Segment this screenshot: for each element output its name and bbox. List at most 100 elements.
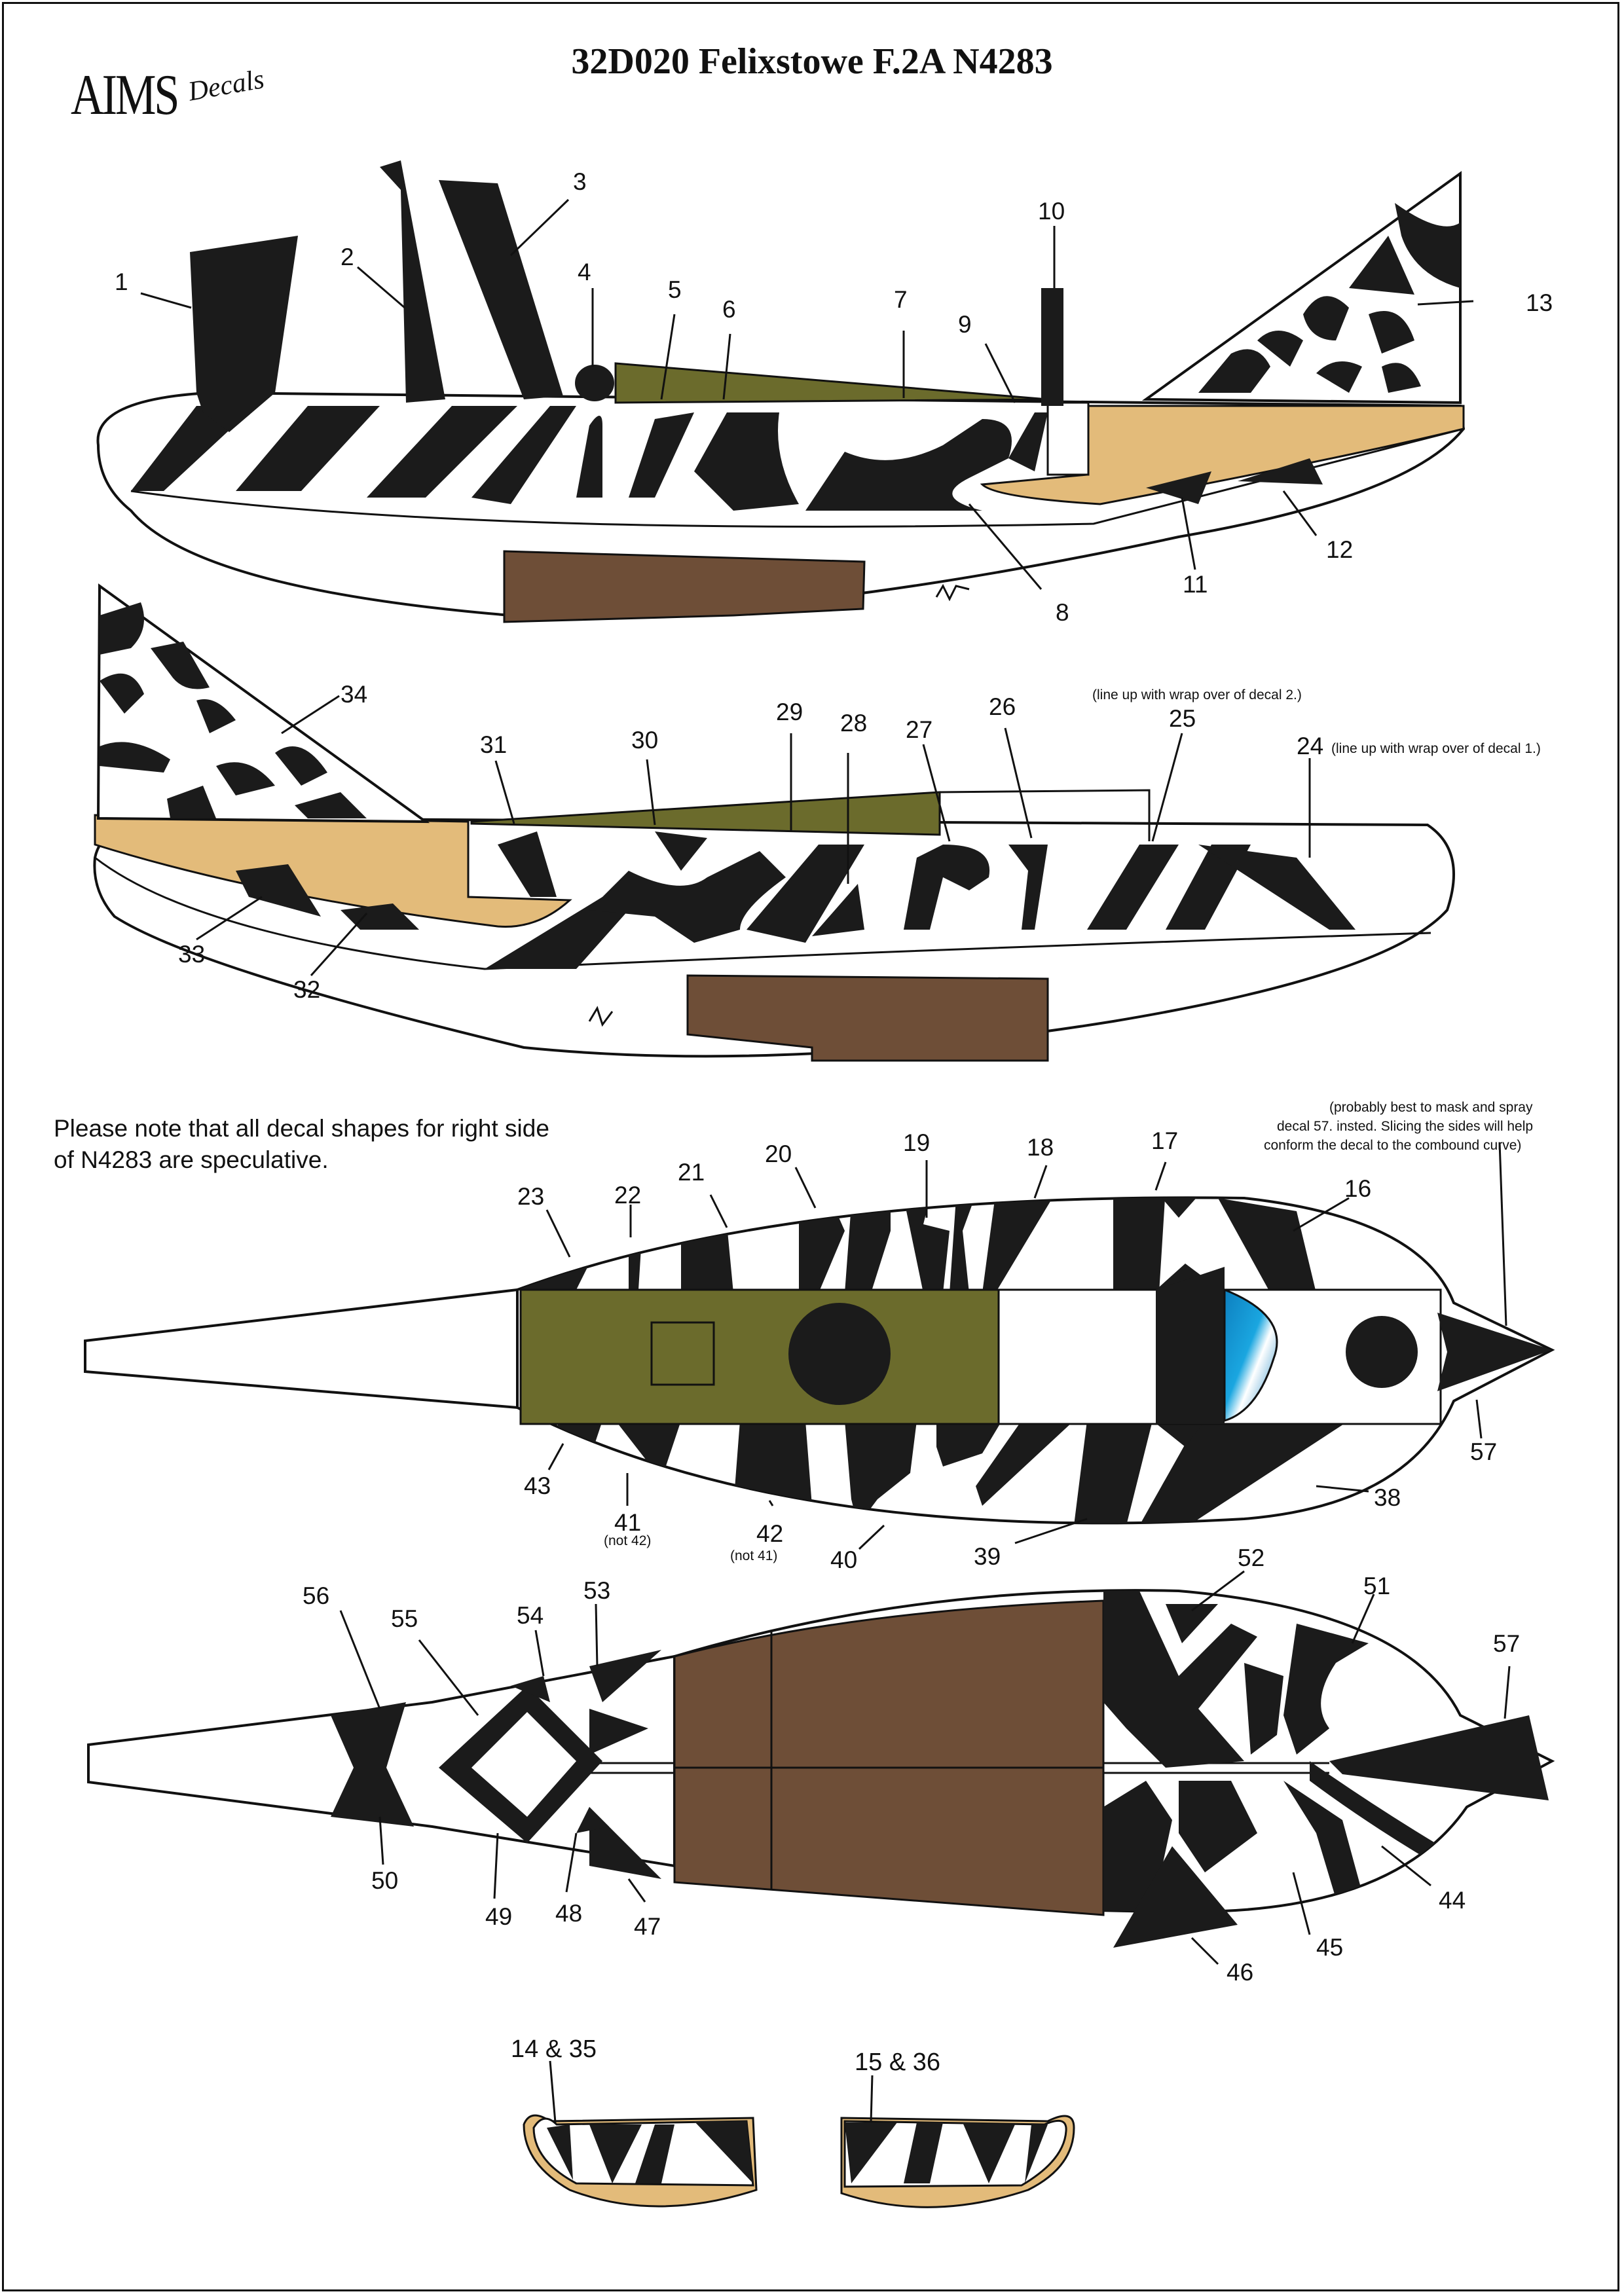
left-chine-line (130, 428, 1464, 528)
top-view: 16 17 18 19 20 21 22 23 38 39 40 41 (not… (84, 1100, 1555, 1573)
right-chine-line (94, 856, 1431, 970)
label-1: 1 (115, 268, 128, 295)
note-41: (not 42) (604, 1533, 651, 1548)
decal-3-shape (439, 180, 563, 399)
right-stripe-group (236, 831, 1356, 969)
label-31: 31 (480, 731, 507, 758)
label-22: 22 (614, 1182, 641, 1209)
label-9: 9 (958, 311, 972, 338)
top-tail-boom (84, 1288, 519, 1410)
label-51: 51 (1363, 1573, 1390, 1599)
decal-53-shape (589, 1650, 661, 1702)
right-deck-step (939, 789, 1151, 841)
label-10: 10 (1038, 198, 1065, 225)
decal-53b-shape (589, 1709, 648, 1755)
top-cockpit-black-band (1156, 1267, 1225, 1424)
speculative-note-line-2: of N4283 are speculative. (54, 1146, 329, 1173)
top-cockpit-canopy (1223, 1288, 1278, 1423)
left-step-notch (935, 583, 970, 602)
label-42: 42 (756, 1520, 783, 1547)
label-23: 23 (517, 1183, 544, 1210)
top-black-roundel-main (788, 1303, 891, 1405)
label-13: 13 (1526, 289, 1553, 316)
label-7: 7 (894, 286, 908, 313)
label-47: 47 (634, 1913, 661, 1940)
top-number-labels: 16 17 18 19 20 21 22 23 38 39 40 41 (not… (517, 1100, 1533, 1573)
top-black-roundel-bow (1346, 1316, 1418, 1388)
decal-4-shape (575, 365, 614, 401)
top-leader-lines (545, 1142, 1507, 1550)
label-57-top: 57 (1470, 1438, 1497, 1465)
label-53: 53 (583, 1577, 610, 1604)
label-46: 46 (1227, 1959, 1253, 1986)
label-55: 55 (391, 1605, 418, 1632)
decal-1-shape (190, 236, 298, 432)
label-2: 2 (341, 244, 354, 270)
decal-46-shape (1113, 1846, 1238, 1948)
label-48: 48 (555, 1900, 582, 1927)
label-16: 16 (1344, 1175, 1371, 1202)
float-left-label: 14 & 35 (511, 2035, 597, 2063)
label-21: 21 (678, 1159, 705, 1186)
label-19: 19 (903, 1129, 930, 1156)
float-right: 15 & 36 (840, 2049, 1075, 2208)
decal-48-shape (576, 1807, 609, 1833)
label-3: 3 (573, 168, 587, 195)
label-28: 28 (840, 710, 867, 737)
left-olive-strip (614, 362, 1048, 404)
label-20: 20 (765, 1140, 792, 1167)
note-57-line-2: decal 57. insted. Slicing the sides will… (1277, 1119, 1533, 1134)
label-26: 26 (989, 693, 1016, 720)
label-40: 40 (830, 1546, 857, 1573)
decal-54-shape (511, 1676, 550, 1702)
float-right-label: 15 & 36 (855, 2049, 940, 2076)
label-27: 27 (906, 716, 932, 743)
bottom-leader-lines (339, 1570, 1511, 1965)
left-stripe-group (131, 406, 1323, 511)
left-leader-lines (140, 198, 1474, 590)
label-39: 39 (974, 1543, 1001, 1570)
speculative-note: Please note that all decal shapes for ri… (54, 1113, 643, 1176)
right-hull-step-brown (686, 974, 1049, 1062)
label-44: 44 (1439, 1887, 1466, 1914)
label-8: 8 (1056, 599, 1069, 626)
note-25: (line up with wrap over of decal 2.) (1092, 687, 1302, 702)
note-57-line-3: conform the decal to the combound curve) (1264, 1138, 1521, 1153)
bottom-number-labels: 44 45 46 47 48 49 50 51 52 53 54 55 56 5… (303, 1544, 1520, 1986)
top-hatch-square (650, 1321, 715, 1386)
label-6: 6 (722, 296, 736, 323)
label-18: 18 (1027, 1134, 1054, 1161)
left-side-view: 1 2 3 4 5 6 7 8 9 10 11 12 13 (96, 160, 1553, 626)
decal-50-shape (331, 1702, 414, 1827)
note-42: (not 41) (730, 1548, 777, 1563)
decal-57-bottom-shape (1329, 1715, 1549, 1800)
wing-floats: 14 & 35 15 & 36 (511, 2035, 1075, 2208)
label-32: 32 (293, 976, 320, 1003)
top-olive-deck (519, 1288, 1000, 1425)
label-38: 38 (1374, 1484, 1401, 1511)
label-24: 24 (1297, 733, 1323, 759)
float-left: 14 & 35 (511, 2035, 758, 2208)
left-tail-fin (1141, 171, 1462, 405)
label-29: 29 (776, 699, 803, 725)
bottom-brown-step (673, 1599, 1105, 1916)
decal-2-shape (380, 160, 445, 403)
label-12: 12 (1326, 536, 1353, 563)
label-52: 52 (1238, 1544, 1264, 1571)
left-cockpit-cutout (1046, 401, 1090, 476)
label-41: 41 (614, 1509, 641, 1536)
decal-13-shapes (1198, 203, 1460, 393)
label-30: 30 (631, 727, 658, 754)
note-57-line-1: (probably best to mask and spray (1329, 1100, 1533, 1115)
aims-decals-logo: AIMS Decals (71, 62, 267, 128)
right-olive-strip (470, 791, 941, 836)
left-hull-step-brown (503, 550, 866, 623)
label-57-bottom: 57 (1493, 1630, 1520, 1657)
decal-55-hole (471, 1712, 576, 1817)
label-17: 17 (1151, 1127, 1178, 1154)
label-5: 5 (668, 276, 682, 303)
label-4: 4 (578, 259, 591, 285)
right-leader-lines (196, 695, 1311, 977)
